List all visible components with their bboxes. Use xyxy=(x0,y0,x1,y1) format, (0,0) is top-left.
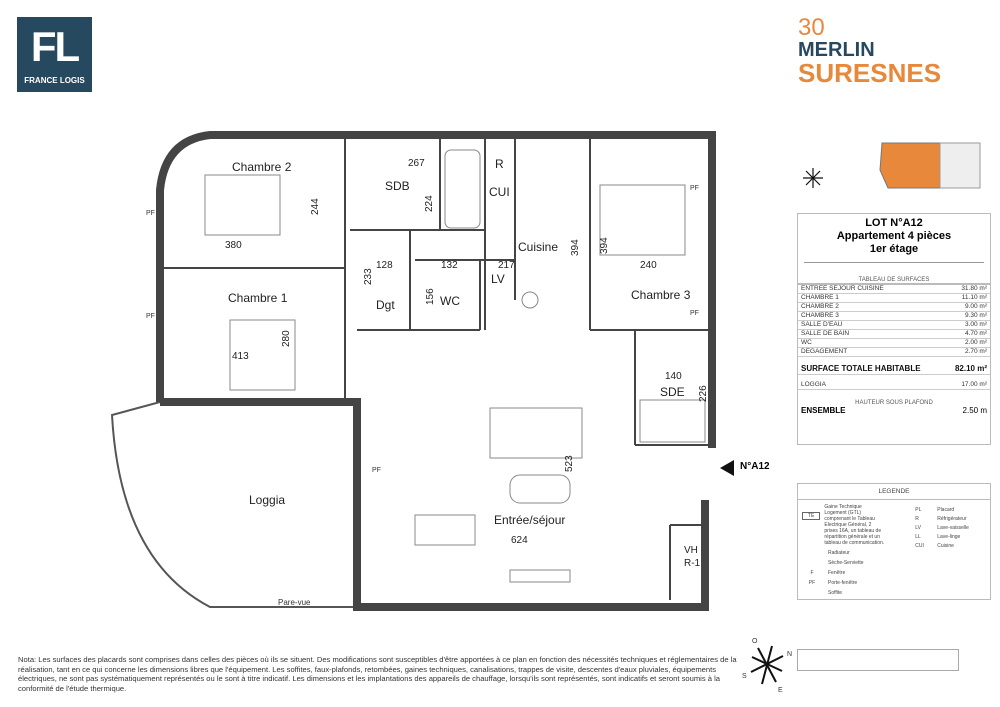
logo-mark: FL xyxy=(30,23,80,70)
dimension-label: 240 xyxy=(640,260,657,271)
room-chambre-3: Chambre 3 xyxy=(631,288,691,302)
pf-marker: PF xyxy=(146,313,155,320)
compass-e: E xyxy=(778,687,783,694)
dimension-label: 226 xyxy=(698,385,709,402)
gtl-code: TE xyxy=(802,512,821,520)
logo-company: FRANCE LOGIS xyxy=(24,76,85,85)
france-logis-logo: FL FRANCE LOGIS xyxy=(17,17,92,92)
label-r1: R-1 xyxy=(684,558,701,569)
pf-marker: PF xyxy=(690,310,699,317)
dimension-label: 267 xyxy=(408,158,425,169)
key-plan xyxy=(803,142,981,189)
compass-s: S xyxy=(742,673,747,680)
room-loggia: Loggia xyxy=(249,493,285,507)
room-sejour: Entrée/séjour xyxy=(494,513,565,527)
dimension-label: 128 xyxy=(376,260,393,271)
dimension-label: 280 xyxy=(281,330,292,347)
room-chambre-2: Chambre 2 xyxy=(232,160,292,174)
label-vh: VH xyxy=(684,545,698,556)
dimension-label: 523 xyxy=(564,455,575,472)
pf-marker: PF xyxy=(146,210,155,217)
room-chambre-1: Chambre 1 xyxy=(228,291,288,305)
room-sdb: SDB xyxy=(385,179,410,193)
compass-o: O xyxy=(752,638,758,645)
room-cuisine: Cuisine xyxy=(518,240,558,254)
height-caption: HAUTEUR SOUS PLAFOND xyxy=(855,400,933,406)
room-lv: LV xyxy=(491,272,505,286)
dimension-label: 224 xyxy=(424,195,435,212)
dimension-label: 132 xyxy=(441,260,458,271)
loggia-outline xyxy=(110,401,358,608)
entrance-tag: N°A12 xyxy=(740,461,770,472)
compass-rose: O N S E xyxy=(742,638,792,694)
dimension-label: 156 xyxy=(425,288,436,305)
lot-floor: 1er étage xyxy=(869,243,919,255)
room-wc: WC xyxy=(440,294,460,308)
dimension-label: 244 xyxy=(310,198,321,215)
compass-n: N xyxy=(787,651,792,658)
room-dgt: Dgt xyxy=(376,298,395,312)
disclaimer-note: Nota: Les surfaces des placards sont com… xyxy=(18,655,737,693)
dimension-label: 140 xyxy=(665,371,682,382)
scale-bar xyxy=(797,649,959,671)
lot-title: LOT N°A12 xyxy=(865,217,923,229)
dimension-label: 233 xyxy=(363,268,374,285)
lot-subtitle: Appartement 4 pièces xyxy=(836,230,952,242)
dimension-label: 624 xyxy=(511,535,528,546)
legend-item: Soffite xyxy=(828,590,843,596)
dimension-label: 217 xyxy=(498,260,515,271)
dimension-label: 380 xyxy=(225,240,242,251)
walls xyxy=(156,131,716,611)
dimension-label: 394 xyxy=(570,239,581,256)
room-sde: SDE xyxy=(660,385,685,399)
pf-marker: PF xyxy=(690,185,699,192)
project-number: 30 xyxy=(798,14,825,41)
room-labels: Chambre 2 Chambre 1 SDB R CUI Cuisine LV… xyxy=(228,157,701,607)
project-name-line1: MERLIN xyxy=(798,39,875,61)
room-cui: CUI xyxy=(489,185,510,199)
room-r: R xyxy=(495,157,504,171)
dimension-label: 394 xyxy=(599,237,610,254)
lot-info-panel: LOT N°A12 Appartement 4 pièces 1er étage… xyxy=(797,213,991,445)
dimensions: 267 244 224 380 128 132 217 394 394 240 … xyxy=(146,158,709,546)
project-name-line2: SURESNES xyxy=(798,58,942,88)
entrance-arrow-icon xyxy=(720,460,734,476)
project-brand: 30 MERLIN SURESNES xyxy=(798,14,942,88)
legend-item: Sèche-Serviette xyxy=(828,560,864,566)
legend-item: Radiateur xyxy=(828,550,850,556)
pf-marker: PF xyxy=(372,467,381,474)
north-star-icon xyxy=(803,168,823,188)
gtl-text: Gaine Technique Logement (GTL) comprenan… xyxy=(824,504,885,546)
compass-rose-icon xyxy=(750,645,784,685)
dimension-label: 413 xyxy=(232,351,249,362)
label-pare-vue: Pare-vue xyxy=(278,598,311,607)
legend-title: LEGENDE xyxy=(798,484,990,500)
surfaces-caption: TABLEAU DE SURFACES xyxy=(798,277,990,285)
